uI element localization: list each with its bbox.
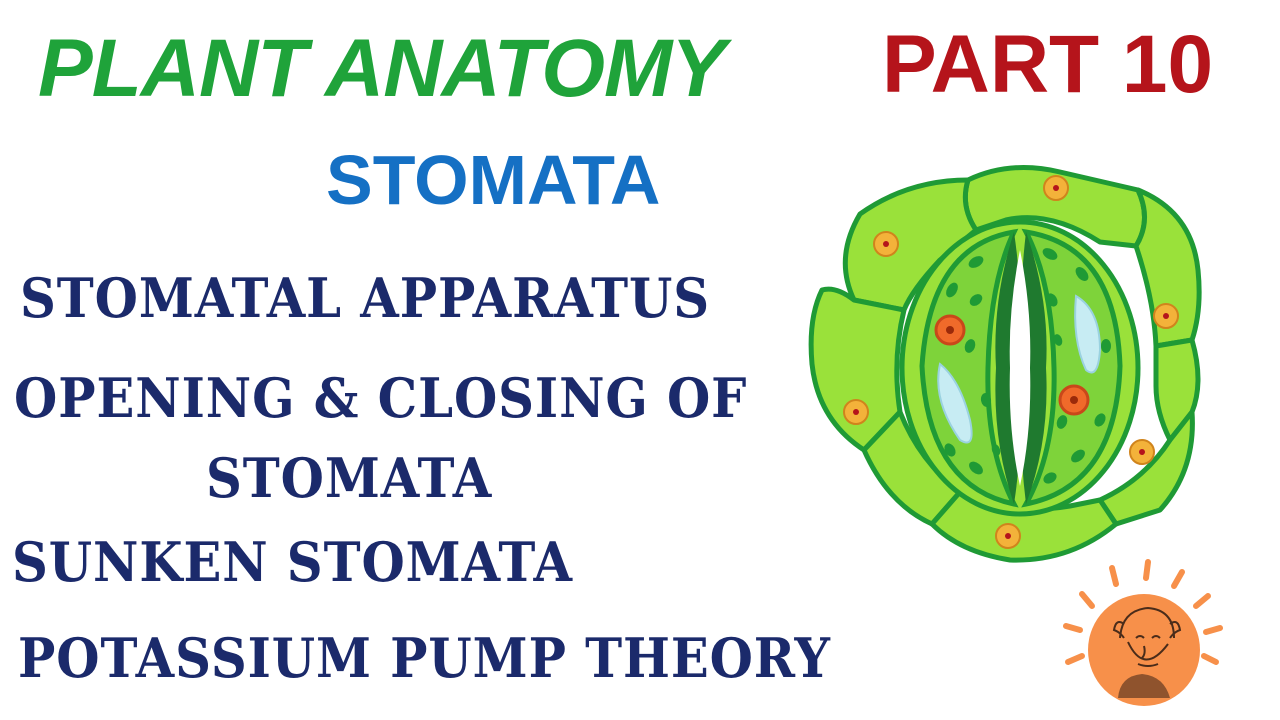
part-number: PART 10	[882, 19, 1214, 110]
topic-opening-closing-line2: STOMATA	[206, 446, 493, 510]
topic-sunken-stomata: SUNKEN STOMATA	[12, 530, 573, 594]
topic-stomatal-apparatus: STOMATAL APPARATUS	[20, 266, 711, 330]
page-subtitle: STOMATA	[326, 141, 661, 219]
page-title: PLANT ANATOMY	[38, 23, 726, 114]
topic-potassium-pump-theory: POTASSIUM PUMP THEORY	[18, 626, 831, 690]
stomata-diagram-icon	[808, 165, 1202, 563]
topic-opening-closing-line1: OPENING & CLOSING OF	[14, 366, 748, 430]
sunburst-portrait-logo-icon	[1063, 559, 1223, 706]
